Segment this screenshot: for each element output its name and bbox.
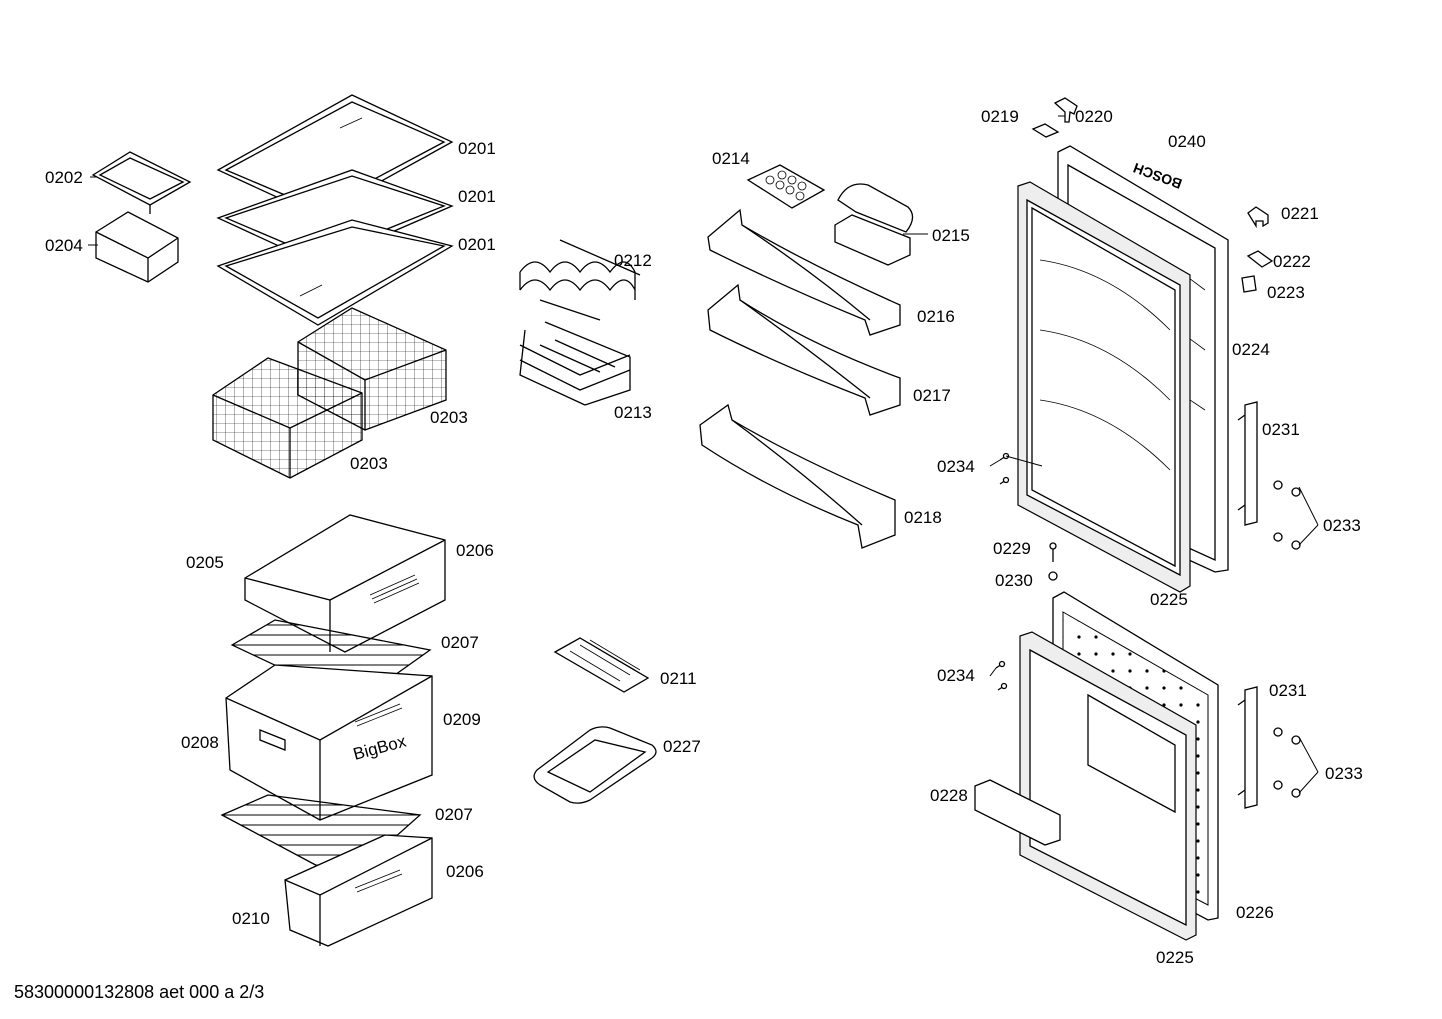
wire-basket-front xyxy=(212,357,363,479)
flap-0228 xyxy=(974,779,1061,846)
leader-lines xyxy=(88,115,1319,794)
label-0214: 0214 xyxy=(712,149,750,168)
drawer-0205-0206 xyxy=(244,514,446,653)
glass-shelf-lower xyxy=(216,219,454,326)
label-0220: 0220 xyxy=(1075,107,1113,126)
label-0222: 0222 xyxy=(1273,252,1311,271)
label-0203a: 0203 xyxy=(430,408,468,427)
door-shelf-0218 xyxy=(699,403,896,549)
label-0201b: 0201 xyxy=(458,187,496,206)
small-shelf-0202 xyxy=(91,151,192,214)
label-0211: 0211 xyxy=(660,669,697,688)
door-gasket-0225-lower xyxy=(1019,631,1197,941)
label-0206b: 0206 xyxy=(446,862,484,881)
label-0218: 0218 xyxy=(904,508,942,527)
label-0210: 0210 xyxy=(232,909,270,928)
butter-dish-0215 xyxy=(834,183,914,266)
label-0227: 0227 xyxy=(663,737,701,756)
label-0231b: 0231 xyxy=(1269,681,1307,700)
handle-upper xyxy=(1237,401,1258,526)
label-0224: 0224 xyxy=(1232,340,1270,359)
label-0209: 0209 xyxy=(443,710,481,729)
label-0207b: 0207 xyxy=(435,805,473,824)
label-0203b: 0203 xyxy=(350,454,388,473)
label-0240: 0240 xyxy=(1168,132,1206,151)
label-0201a: 0201 xyxy=(458,139,496,158)
label-0217: 0217 xyxy=(913,386,951,405)
label-0223: 0223 xyxy=(1267,283,1305,302)
label-0216: 0216 xyxy=(917,307,955,326)
door-shelf-0216 xyxy=(707,208,901,336)
storage-box-0204 xyxy=(95,211,179,283)
label-0230: 0230 xyxy=(995,571,1033,590)
label-0231a: 0231 xyxy=(1262,420,1300,439)
screws xyxy=(995,452,1301,798)
label-0213: 0213 xyxy=(614,403,652,422)
hinge-parts xyxy=(1031,97,1274,581)
label-0219: 0219 xyxy=(981,107,1019,126)
label-0228: 0228 xyxy=(930,786,968,805)
label-0215: 0215 xyxy=(932,226,970,245)
label-0225a: 0225 xyxy=(1150,590,1188,609)
bigbox-drawer-0208-0209: BigBox xyxy=(225,664,433,821)
footer-doc-number: 58300000132808 aet 000 a 2/3 xyxy=(14,982,264,1002)
label-0206a: 0206 xyxy=(456,541,494,560)
label-0208: 0208 xyxy=(181,733,219,752)
ice-cube-tray-0211 xyxy=(553,637,650,693)
tray-0227 xyxy=(533,726,657,804)
label-0233b: 0233 xyxy=(1325,764,1363,783)
door-gasket-0224 xyxy=(1017,181,1191,593)
bottle-rack-0213 xyxy=(519,321,631,406)
label-0226: 0226 xyxy=(1236,903,1274,922)
egg-tray-0214 xyxy=(746,164,826,209)
label-0205: 0205 xyxy=(186,553,224,572)
label-0201c: 0201 xyxy=(458,235,496,254)
handle-lower xyxy=(1237,686,1258,809)
bottle-rack-0212 xyxy=(519,239,641,321)
callout-labels: 0201 0201 0201 0202 0204 0203 0203 0212 … xyxy=(45,107,1363,967)
label-0225b: 0225 xyxy=(1156,948,1194,967)
label-0221: 0221 xyxy=(1281,204,1319,223)
label-0207a: 0207 xyxy=(441,633,479,652)
drawer-0210 xyxy=(284,834,433,947)
label-0234a: 0234 xyxy=(937,457,975,476)
label-0212: 0212 xyxy=(614,251,652,270)
label-0234b: 0234 xyxy=(937,666,975,685)
label-0233a: 0233 xyxy=(1323,516,1361,535)
label-0204: 0204 xyxy=(45,236,83,255)
label-0202: 0202 xyxy=(45,168,83,187)
door-shelf-0217 xyxy=(707,283,901,416)
label-0229: 0229 xyxy=(993,539,1031,558)
